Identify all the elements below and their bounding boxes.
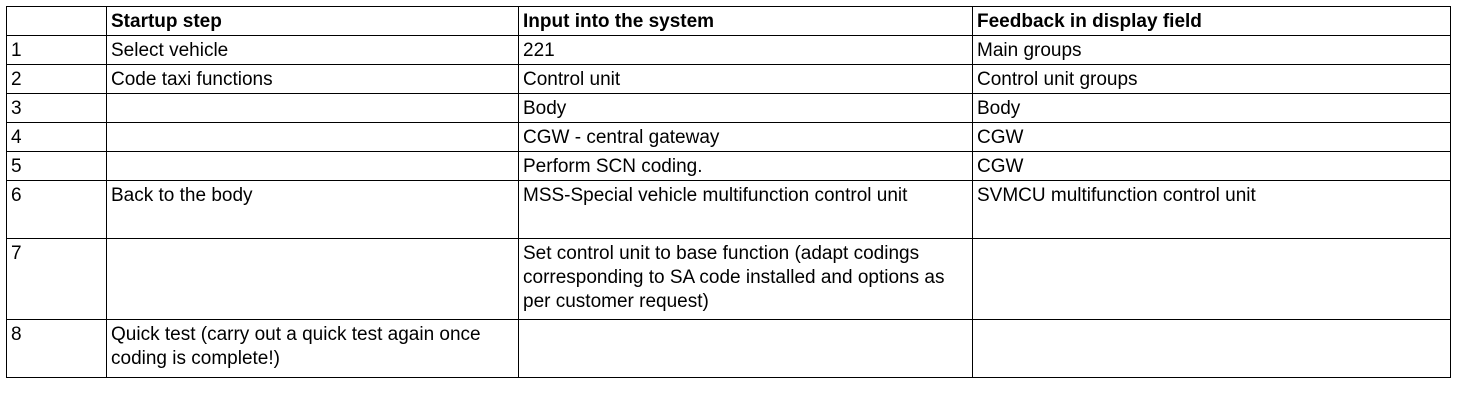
- input-cell: Perform SCN coding.: [518, 151, 973, 181]
- feedback-cell: [972, 319, 1451, 378]
- row-number: 5: [6, 151, 107, 181]
- feedback-cell: [972, 238, 1451, 320]
- startup-step-cell: Select vehicle: [106, 35, 519, 65]
- startup-step-cell: [106, 122, 519, 152]
- input-cell: 221: [518, 35, 973, 65]
- startup-steps-table: Startup step Input into the system Feedb…: [6, 6, 1451, 378]
- table-row: 5 Perform SCN coding. CGW: [6, 151, 1451, 181]
- startup-step-cell: [106, 151, 519, 181]
- startup-step-cell: [106, 93, 519, 123]
- row-number: 1: [6, 35, 107, 65]
- input-cell: Set control unit to base function (adapt…: [518, 238, 973, 320]
- feedback-cell: Control unit groups: [972, 64, 1451, 94]
- feedback-cell: SVMCU multifunction control unit: [972, 180, 1451, 239]
- startup-step-cell: Code taxi functions: [106, 64, 519, 94]
- row-number: 3: [6, 93, 107, 123]
- startup-step-cell: Quick test (carry out a quick test again…: [106, 319, 519, 378]
- input-cell: MSS-Special vehicle multifunction contro…: [518, 180, 973, 239]
- feedback-cell: Main groups: [972, 35, 1451, 65]
- feedback-cell: CGW: [972, 151, 1451, 181]
- table-header-row: Startup step Input into the system Feedb…: [6, 6, 1451, 36]
- table-row: 6 Back to the body MSS-Special vehicle m…: [6, 180, 1451, 239]
- feedback-cell: CGW: [972, 122, 1451, 152]
- row-number: 2: [6, 64, 107, 94]
- table-row: 8 Quick test (carry out a quick test aga…: [6, 319, 1451, 378]
- row-number: 6: [6, 180, 107, 239]
- input-cell: CGW - central gateway: [518, 122, 973, 152]
- table-row: 3 Body Body: [6, 93, 1451, 123]
- input-cell: Control unit: [518, 64, 973, 94]
- feedback-cell: Body: [972, 93, 1451, 123]
- startup-step-cell: [106, 238, 519, 320]
- table-row: 7 Set control unit to base function (ada…: [6, 238, 1451, 320]
- header-startup-step: Startup step: [106, 6, 519, 36]
- startup-step-cell: Back to the body: [106, 180, 519, 239]
- row-number: 7: [6, 238, 107, 320]
- row-number: 8: [6, 319, 107, 378]
- table-row: 2 Code taxi functions Control unit Contr…: [6, 64, 1451, 94]
- header-feedback: Feedback in display field: [972, 6, 1451, 36]
- table-row: 1 Select vehicle 221 Main groups: [6, 35, 1451, 65]
- input-cell: Body: [518, 93, 973, 123]
- row-number: 4: [6, 122, 107, 152]
- input-cell: [518, 319, 973, 378]
- header-number: [6, 6, 107, 36]
- header-input: Input into the system: [518, 6, 973, 36]
- table-row: 4 CGW - central gateway CGW: [6, 122, 1451, 152]
